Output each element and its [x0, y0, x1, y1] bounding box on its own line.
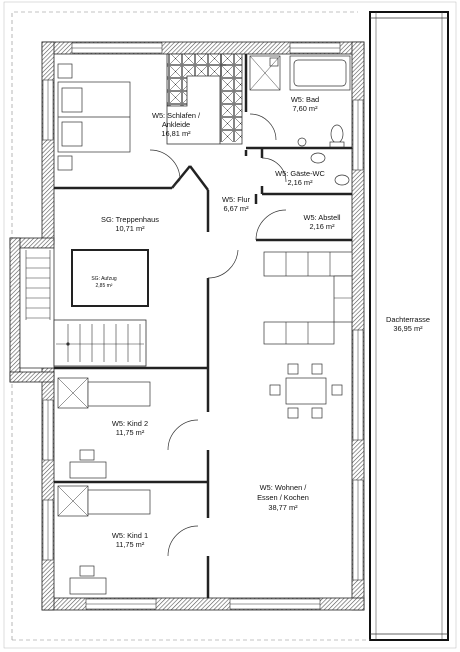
kid1-furniture — [57, 485, 199, 595]
label-aufzug-area: 2,85 m² — [96, 283, 113, 289]
label-wc-name: W5: Gäste-WC — [275, 169, 325, 178]
wardrobe — [166, 53, 243, 145]
label-kind2-name: W5: Kind 2 — [112, 419, 148, 428]
bathroom-fixtures — [249, 55, 351, 186]
staircase — [19, 247, 147, 369]
label-treppenhaus-area: 10,71 m² — [115, 224, 145, 233]
label-flur-name: W5: Flur — [222, 195, 250, 204]
interior-walls — [54, 54, 352, 598]
label-bad-name: W5: Bad — [291, 95, 319, 104]
label-abstell-name: W5: Abstell — [304, 213, 341, 222]
dining-table — [269, 363, 343, 419]
label-treppenhaus-name: SG: Treppenhaus — [101, 215, 159, 224]
label-aufzug-name: SG: Aufzug — [91, 276, 117, 282]
label-schlafen-name2: Ankleide — [162, 120, 190, 129]
label-flur-area: 6,67 m² — [223, 204, 249, 213]
label-dachterrasse-name: Dachterrasse — [386, 315, 430, 324]
abstell-door — [255, 209, 287, 241]
dashed-outline — [3, 1, 457, 649]
label-kind2-area: 11,75 m² — [116, 428, 145, 437]
label-schlafen-area: 16,81 m² — [161, 129, 191, 138]
kid2-furniture — [57, 377, 199, 479]
label-wohnen-name2: Essen / Kochen — [257, 493, 309, 502]
roof-terrace — [369, 11, 449, 641]
label-kind1-name: W5: Kind 1 — [112, 531, 148, 540]
label-abstell-area: 2,16 m² — [309, 222, 335, 231]
bedroom-door — [149, 149, 181, 189]
label-schlafen-name: W5: Schlafen / — [152, 111, 201, 120]
windows — [42, 42, 364, 610]
kitchen — [263, 251, 353, 345]
double-bed — [57, 63, 131, 171]
label-dachterrasse-area: 36,95 m² — [393, 324, 423, 333]
room-labels: W5: Schlafen / Ankleide 16,81 m² W5: Bad… — [91, 95, 430, 549]
label-wc-area: 2,16 m² — [287, 178, 313, 187]
label-wohnen-name: W5: Wohnen / — [260, 483, 308, 492]
living-door — [207, 249, 239, 279]
label-wohnen-area: 38,77 m² — [268, 503, 298, 512]
label-kind1-area: 11,75 m² — [116, 540, 145, 549]
label-bad-area: 7,60 m² — [292, 104, 318, 113]
